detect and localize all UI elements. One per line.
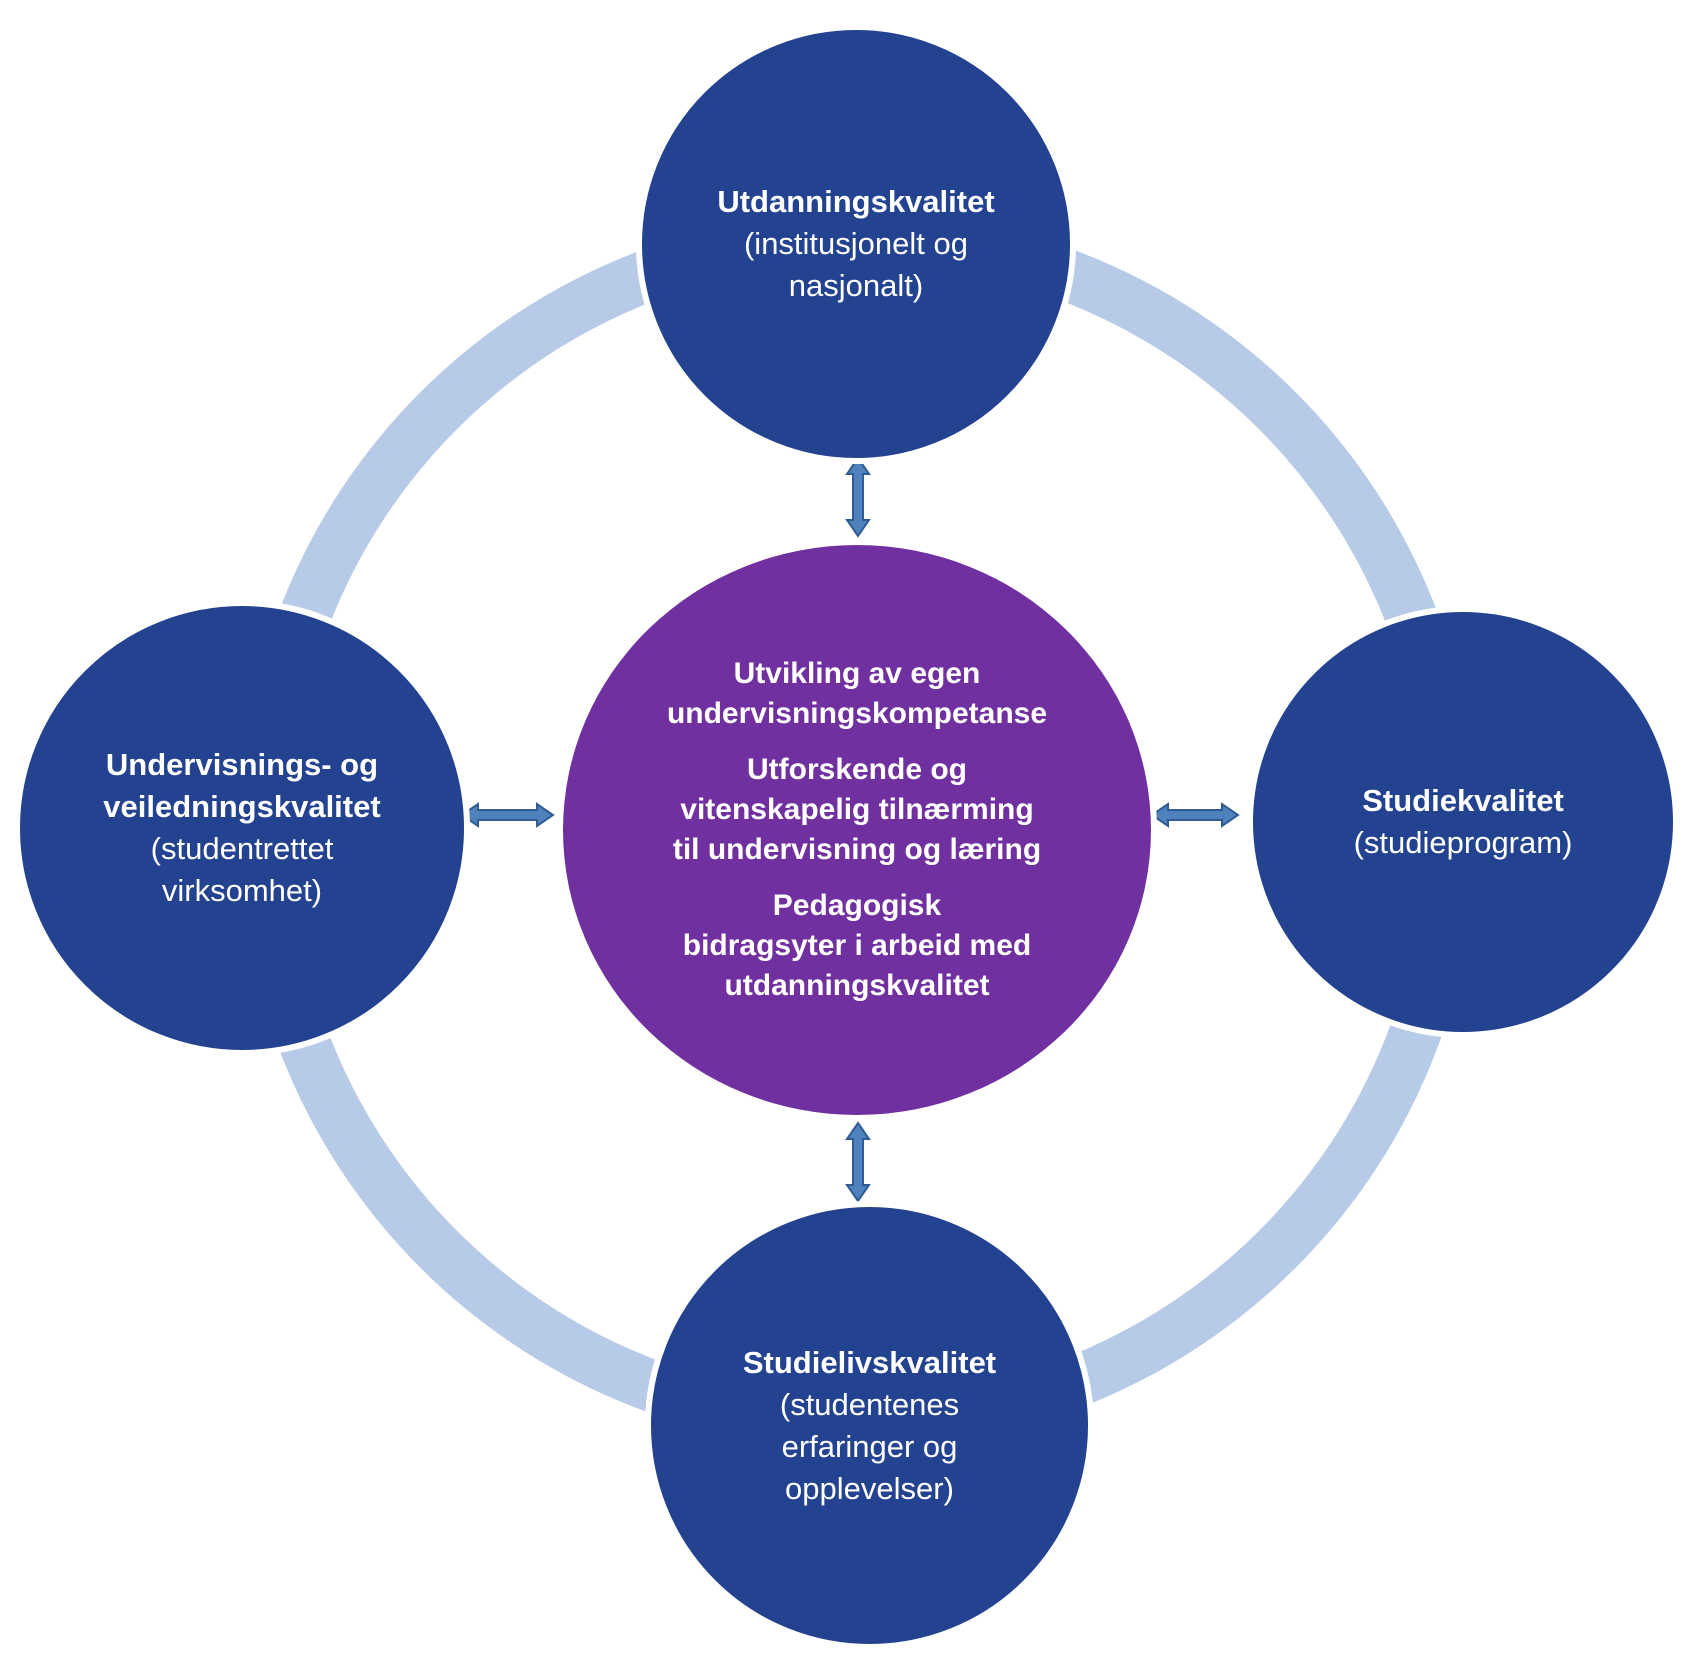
node-subtitle: (studieprogram) xyxy=(1353,825,1573,860)
node-undervisningskvalitet: Undervisnings- og veiledningskvalitet (s… xyxy=(14,600,470,1056)
node-title: Studiekvalitet xyxy=(1362,783,1564,818)
double-headed-arrow-icon xyxy=(460,802,555,828)
node-utdanningskvalitet: Utdanningskvalitet (institusjonelt og na… xyxy=(636,24,1076,464)
node-title: Studielivskvalitet xyxy=(742,1344,997,1380)
node-subtitle: (studentrettet virksomhet) xyxy=(150,831,334,908)
center-item: Utvikling av egen undervisningskompetans… xyxy=(666,657,1048,730)
center-item: Pedagogisk bidragsyter i arbeid med utda… xyxy=(682,889,1032,1002)
node-subtitle: (institusjonelt og nasjonalt) xyxy=(743,226,968,303)
node-title: Utdanningskvalitet xyxy=(717,184,995,219)
center-competence-circle: Utvikling av egen undervisningskompetans… xyxy=(557,539,1157,1121)
center-item: Utforskende og vitenskapelig tilnærming … xyxy=(672,753,1042,866)
double-headed-arrow-icon xyxy=(1150,802,1240,828)
node-subtitle: (studentenes erfaringer og opplevelser) xyxy=(779,1386,960,1506)
node-studiekvalitet: Studiekvalitet (studieprogram) xyxy=(1247,606,1679,1038)
node-studielivskvalitet: Studielivskvalitet (studentenes erfaring… xyxy=(645,1201,1094,1650)
node-title: Undervisnings- og veiledningskvalitet xyxy=(103,747,381,824)
double-headed-arrow-icon xyxy=(845,1121,871,1203)
double-headed-arrow-icon xyxy=(845,456,871,538)
